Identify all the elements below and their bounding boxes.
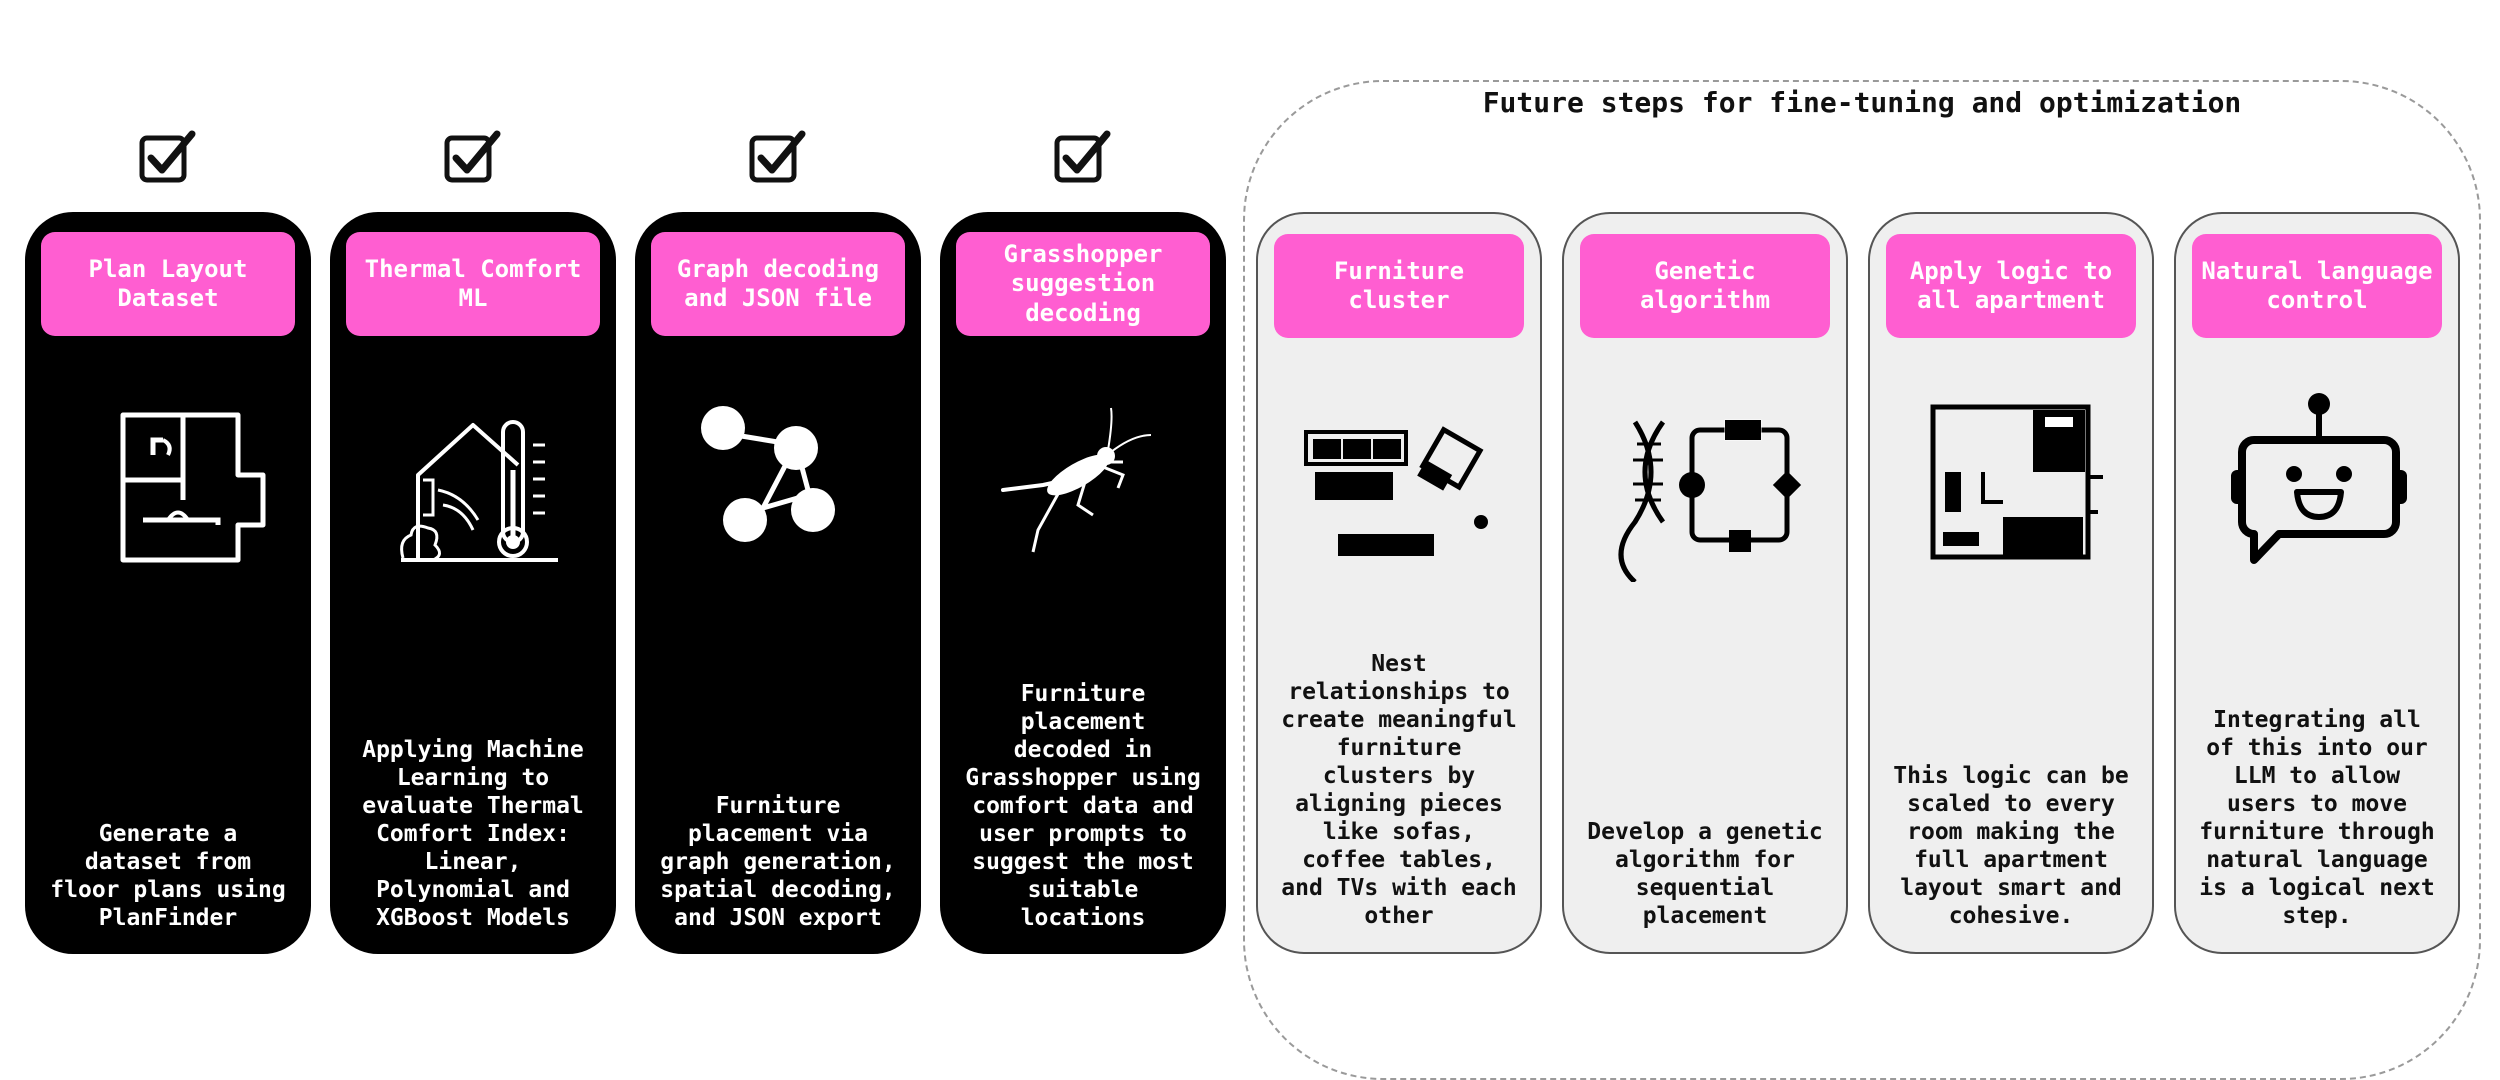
grasshopper-icon: [1001, 407, 1152, 553]
step-description: Furniture placement via graph generation…: [660, 792, 896, 931]
step-card-furniture-cluster: Furniture cluster Nest relationships to …: [1256, 212, 1542, 954]
step-title: Natural language control: [2192, 234, 2442, 338]
step-description: Develop a genetic algorithm for sequenti…: [1587, 818, 1823, 929]
furniture-cluster-icon: [1304, 426, 1488, 556]
step-title: Thermal Comfort ML: [346, 232, 600, 336]
step-card-natural-language: Natural language control Integrating all…: [2174, 212, 2460, 954]
step-title: Furniture cluster: [1274, 234, 1524, 338]
dna-algorithm-icon: [1618, 419, 1802, 582]
house-thermometer-icon: [400, 420, 558, 562]
floor-plan-icon: [120, 412, 266, 563]
step-title: Plan Layout Dataset: [41, 232, 295, 336]
step-card-genetic-algorithm: Genetic algorithm Develop a genetic algo…: [1562, 212, 1848, 954]
graph-nodes-icon: [701, 406, 835, 542]
step-description: Applying Machine Learning to evaluate Th…: [362, 736, 584, 931]
step-description: Nest relationships to create meaningful …: [1281, 650, 1517, 929]
checkbox-checked-icon: [1054, 130, 1111, 183]
step-description: Generate a dataset from floor plans usin…: [50, 820, 286, 931]
step-card-thermal-comfort: Thermal Comfort ML Applying Machine Lear…: [330, 212, 616, 954]
step-card-graph-decoding: Graph decoding and JSON file Furniture p…: [635, 212, 921, 954]
step-card-apartment-logic: Apply logic to all apartment This logic …: [1868, 212, 2154, 954]
step-description: This logic can be scaled to every room m…: [1893, 762, 2129, 929]
apartment-layout-icon: [1930, 404, 2103, 560]
step-card-plan-layout: Plan Layout Dataset Generate a dataset f…: [25, 212, 311, 954]
future-steps-title: Future steps for fine-tuning and optimiz…: [1482, 86, 2242, 119]
checkbox-checked-icon: [444, 130, 501, 183]
step-description: Furniture placement decoded in Grasshopp…: [965, 680, 1201, 931]
step-title: Genetic algorithm: [1580, 234, 1830, 338]
checkbox-checked-icon: [749, 130, 806, 183]
step-title: Grasshopper suggestion decoding: [956, 232, 1210, 336]
checkbox-checked-icon: [139, 130, 196, 183]
step-title: Apply logic to all apartment: [1886, 234, 2136, 338]
step-title: Graph decoding and JSON file: [651, 232, 905, 336]
step-card-grasshopper: Grasshopper suggestion decoding Furnitur…: [940, 212, 1226, 954]
robot-chat-icon: [2231, 393, 2407, 564]
step-description: Integrating all of this into our LLM to …: [2199, 706, 2435, 929]
